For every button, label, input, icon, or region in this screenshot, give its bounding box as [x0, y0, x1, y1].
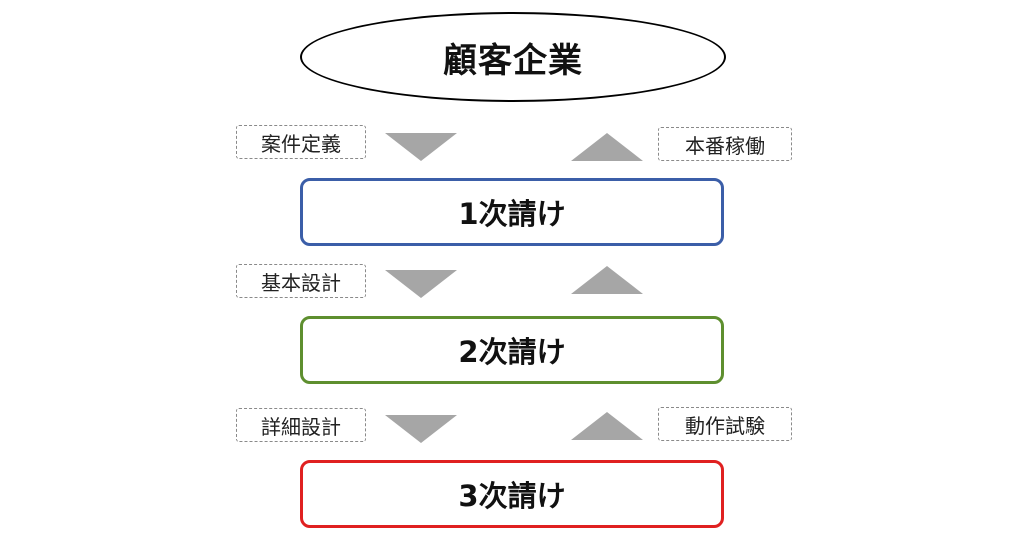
- tag-requirements-definition: 案件定義: [236, 125, 366, 159]
- tertiary-contractor-box: 3次請け: [300, 460, 724, 528]
- client-company-ellipse: 顧客企業: [300, 12, 726, 102]
- up-arrow-icon: [571, 266, 643, 294]
- tag-detailed-design: 詳細設計: [236, 408, 366, 442]
- client-company-label: 顧客企業: [443, 40, 583, 81]
- up-arrow-icon: [571, 412, 643, 440]
- tag-operation-test: 動作試験: [658, 407, 792, 441]
- down-arrow-icon: [385, 270, 457, 298]
- secondary-contractor-label: 2次請け: [458, 335, 566, 369]
- primary-contractor-label: 1次請け: [458, 197, 566, 231]
- tag-production-operation: 本番稼働: [658, 127, 792, 161]
- up-arrow-icon: [571, 133, 643, 161]
- tag-basic-design: 基本設計: [236, 264, 366, 298]
- primary-contractor-box: 1次請け: [300, 178, 724, 246]
- down-arrow-icon: [385, 133, 457, 161]
- down-arrow-icon: [385, 415, 457, 443]
- secondary-contractor-box: 2次請け: [300, 316, 724, 384]
- tertiary-contractor-label: 3次請け: [458, 479, 566, 513]
